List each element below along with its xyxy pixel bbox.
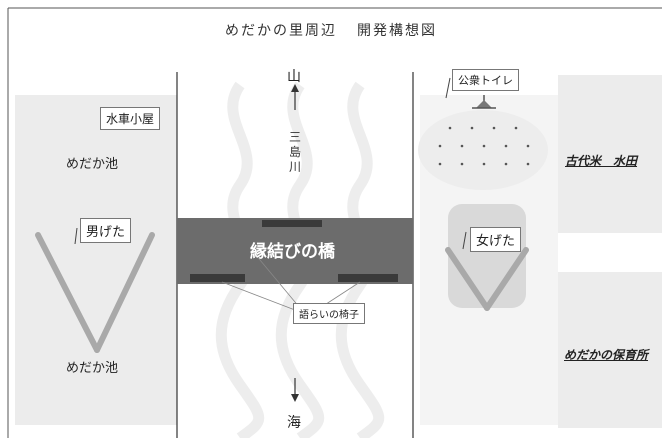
pond-top-label: めだか池 bbox=[66, 157, 119, 172]
toilet-roof bbox=[476, 100, 492, 108]
nursery-label: めだかの保育所 bbox=[564, 348, 649, 362]
bridge-bench-top bbox=[262, 220, 322, 227]
women-geta-label: 女げた bbox=[470, 227, 522, 252]
mountain-label: 山 bbox=[287, 69, 301, 85]
bench-leader-1 bbox=[254, 253, 301, 309]
river-name-char-1: 三 bbox=[288, 130, 301, 144]
women-geta-tick bbox=[462, 231, 467, 250]
page-title: めだかの里周辺 開発構想図 bbox=[0, 20, 662, 40]
sea-arrow-head bbox=[291, 394, 299, 402]
toilet-label: 公衆トイレ bbox=[452, 69, 519, 91]
bridge-deck bbox=[177, 218, 413, 284]
bridge-bench-right bbox=[338, 274, 398, 282]
bench-leader-2 bbox=[221, 281, 296, 311]
men-geta-label: 男げた bbox=[80, 218, 132, 243]
men-geta-strap-right bbox=[94, 232, 155, 353]
bridge-bench-left bbox=[190, 274, 245, 282]
toilet-tick bbox=[445, 77, 451, 99]
river-name: 三 島 川 bbox=[288, 130, 302, 175]
river-name-char-2: 島 bbox=[288, 145, 301, 159]
nursery-zone bbox=[558, 272, 662, 428]
pond-bottom-label: めだか池 bbox=[66, 361, 119, 376]
title-right: 開発構想図 bbox=[357, 23, 437, 39]
left-zone bbox=[15, 95, 177, 425]
sea-label: 海 bbox=[287, 415, 301, 431]
bridge-label: 縁結びの橋 bbox=[250, 242, 335, 262]
men-geta-strap-left bbox=[35, 232, 100, 353]
rice-field-label: 古代米 水田 bbox=[565, 154, 638, 168]
watermill-label: 水車小屋 bbox=[100, 107, 161, 130]
women-geta-strap-left bbox=[445, 247, 490, 311]
title-left: めだかの里周辺 bbox=[225, 23, 337, 39]
women-geta-strap-right bbox=[484, 247, 529, 311]
men-geta-tick bbox=[74, 227, 78, 245]
bench-label: 語らいの椅子 bbox=[293, 303, 365, 324]
river-name-char-3: 川 bbox=[288, 160, 301, 174]
plaza-area bbox=[418, 110, 548, 190]
plaza-dots bbox=[438, 126, 530, 166]
women-geta-base bbox=[448, 204, 526, 308]
mountain-arrow-head bbox=[291, 84, 299, 92]
rice-field-zone bbox=[558, 75, 662, 233]
